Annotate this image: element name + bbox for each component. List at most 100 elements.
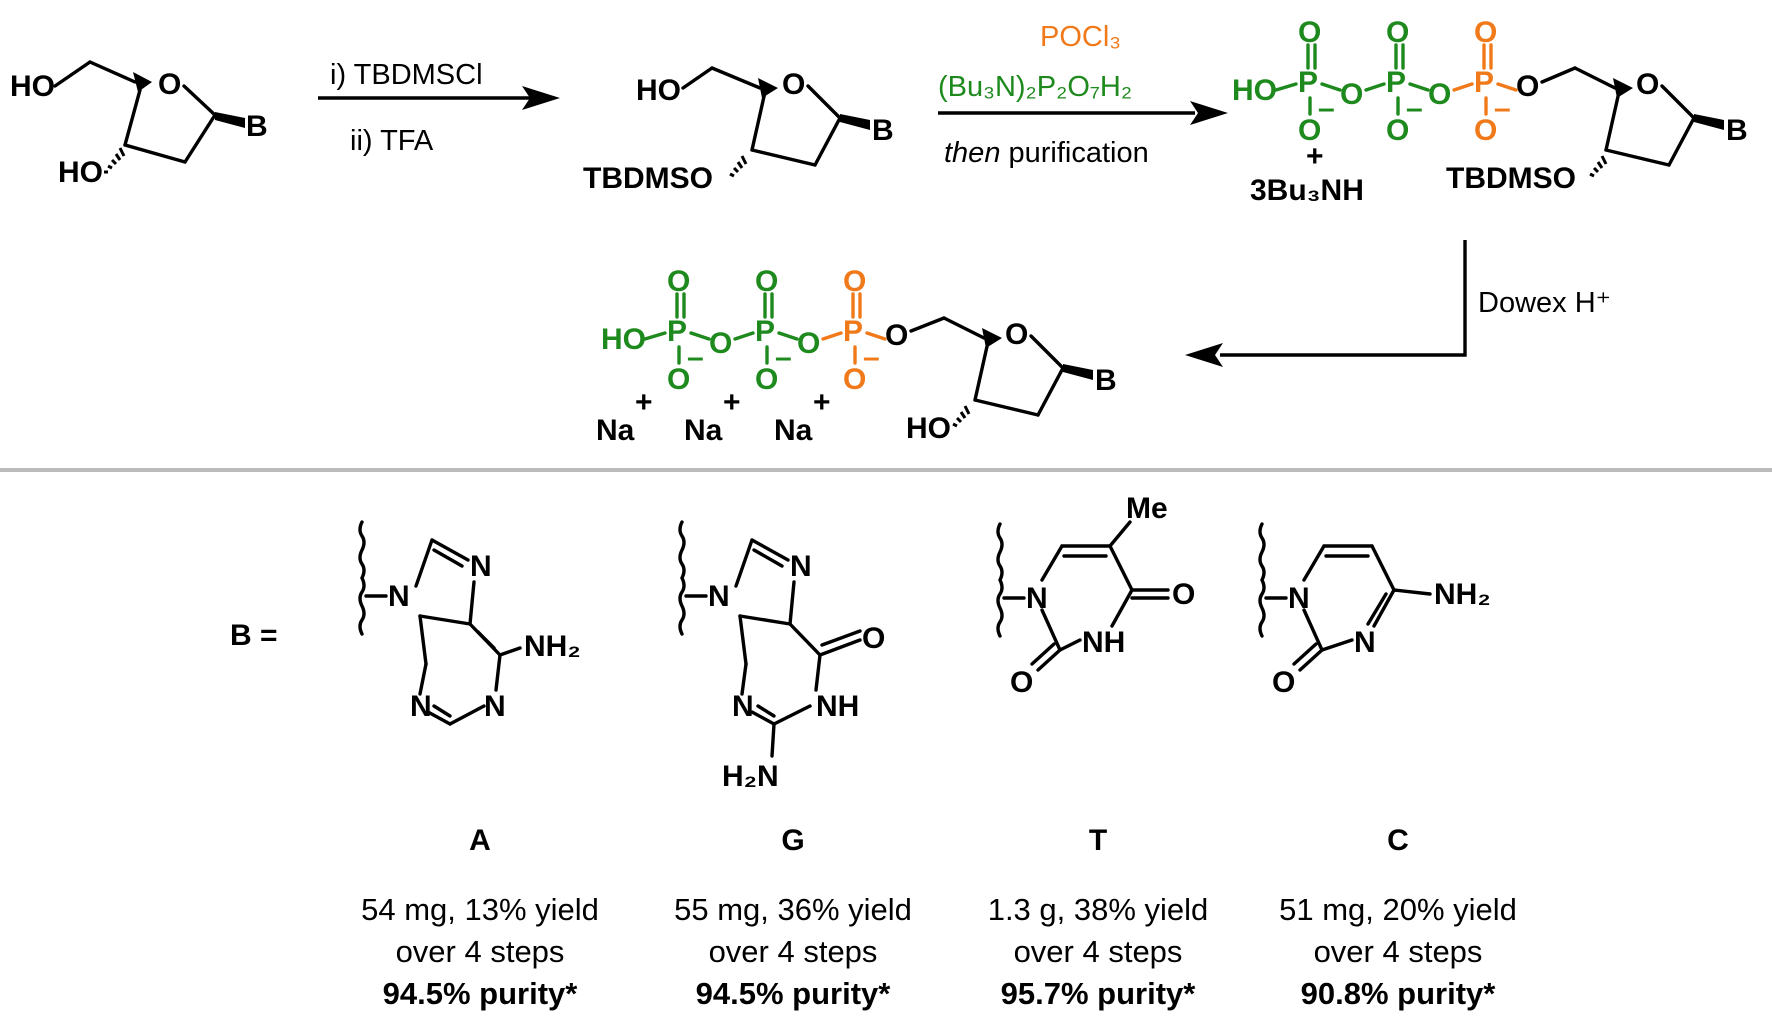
atom-O-bridge: O (1340, 78, 1363, 111)
atom-B: B (872, 114, 894, 147)
atom-H2N: H₂N (722, 760, 779, 793)
atom-B: B (1726, 114, 1748, 147)
charge-plus: + (723, 386, 741, 419)
atom-N1: N (1026, 582, 1048, 615)
atom-O-ring: O (158, 68, 181, 101)
charge-minus: – (775, 341, 792, 374)
atom-HO-3prime: HO (906, 412, 951, 445)
step3-arrow: Dowex H⁺ (1185, 240, 1611, 367)
atom-O: O (1298, 114, 1321, 147)
atom-O-ring: O (1636, 68, 1659, 101)
atom-N1H: NH (816, 690, 859, 723)
purity: 95.7% purity* (1001, 976, 1197, 1011)
atom-O-bridge: O (797, 327, 820, 360)
atom-O: O (843, 265, 866, 298)
atom-O-ring: O (782, 68, 805, 101)
atom-N3: N (1354, 626, 1376, 659)
atom-O-bridge: O (1428, 78, 1451, 111)
atom-O6: O (862, 622, 885, 655)
atom-P-beta: P (755, 315, 775, 348)
atom-O-5prime: O (1516, 70, 1539, 103)
atom-O: O (1298, 16, 1321, 49)
purity: 90.8% purity* (1301, 976, 1497, 1011)
atom-O: O (1386, 114, 1409, 147)
atom-HO-3prime: HO (58, 156, 103, 189)
atom-N1: N (484, 690, 506, 723)
step2-arrow: POCl₃ (Bu₃N)₂P₂O₇H₂ then purification (938, 21, 1228, 169)
atom-O: O (755, 265, 778, 298)
dntp-sodium-salt: HO P O O – O P O O – O P O O – O O (596, 265, 1117, 447)
charge-minus: – (863, 341, 880, 374)
atom-N7: N (790, 550, 812, 583)
purity: 94.5% purity* (383, 976, 579, 1011)
step2-condition: then purification (944, 137, 1149, 169)
atom-O: O (1474, 16, 1497, 49)
base-letter: A (469, 824, 491, 857)
adenine-structure: N N NH₂ N N (358, 520, 581, 726)
atom-O2: O (1010, 666, 1033, 699)
step2-reagent-pocl3: POCl₃ (1040, 21, 1121, 53)
step2-reagent-pyrophosphate: (Bu₃N)₂P₂O₇H₂ (938, 71, 1132, 103)
base-letter: G (781, 824, 804, 857)
step1-reagent-1: i) TBDMSCl (330, 59, 483, 91)
guanine-structure: N N O NH N H₂N (678, 520, 885, 793)
atom-NH2: NH₂ (1434, 578, 1491, 611)
atom-Me: Me (1126, 492, 1168, 525)
plus-sign: + (1306, 140, 1324, 173)
yield-amount: 55 mg, 36% yield (674, 892, 912, 927)
atom-N9: N (708, 580, 730, 613)
base-C-info: C 51 mg, 20% yield over 4 steps 90.8% pu… (1279, 824, 1517, 1011)
atom-HO: HO (601, 323, 646, 356)
atom-O: O (667, 363, 690, 396)
atom-P-gamma: P (667, 315, 687, 348)
charge-plus: + (813, 386, 831, 419)
atom-O-ring: O (1005, 318, 1028, 351)
atom-N3: N (410, 690, 432, 723)
charge-minus: – (1318, 92, 1335, 125)
atom-HO: HO (636, 74, 681, 107)
atom-NH2: NH₂ (524, 630, 581, 663)
atom-O-bridge: O (709, 327, 732, 360)
yield-amount: 51 mg, 20% yield (1279, 892, 1517, 927)
tbdms-triphosphate: HO P O O – O P O O – O P O O – O O (1232, 16, 1748, 207)
atom-O2: O (1272, 666, 1295, 699)
atom-O: O (755, 363, 778, 396)
atom-O: O (1474, 114, 1497, 147)
base-letter: C (1387, 824, 1409, 857)
atom-P-alpha: P (1474, 66, 1494, 99)
base-T-info: T 1.3 g, 38% yield over 4 steps 95.7% pu… (988, 824, 1209, 1011)
yield-steps: over 4 steps (396, 934, 565, 969)
purity: 94.5% purity* (696, 976, 892, 1011)
sodium-1: Na (596, 414, 635, 447)
base-G-info: G 55 mg, 36% yield over 4 steps 94.5% pu… (674, 824, 912, 1011)
atom-N3: N (732, 690, 754, 723)
atom-P-beta: P (1386, 66, 1406, 99)
thymine-structure: N Me O NH O (996, 492, 1195, 699)
atom-B: B (246, 110, 268, 143)
yield-steps: over 4 steps (1014, 934, 1183, 969)
atom-HO-5prime: HO (10, 70, 55, 103)
step3-reagent: Dowex H⁺ (1478, 287, 1611, 319)
atom-O: O (843, 363, 866, 396)
atom-O4: O (1172, 578, 1195, 611)
atom-N9: N (388, 580, 410, 613)
yield-amount: 1.3 g, 38% yield (988, 892, 1209, 927)
atom-O-5prime: O (885, 319, 908, 352)
bases-label: B = (230, 619, 278, 652)
atom-TBDMSO: TBDMSO (1446, 162, 1576, 195)
charge-minus: – (687, 341, 704, 374)
atom-P-gamma: P (1298, 66, 1318, 99)
yield-steps: over 4 steps (709, 934, 878, 969)
cytosine-structure: N NH₂ N O (1258, 522, 1491, 699)
charge-minus: – (1494, 92, 1511, 125)
atom-O: O (1386, 16, 1409, 49)
charge-plus: + (635, 386, 653, 419)
atom-O: O (667, 265, 690, 298)
counterion-tributylammonium: 3Bu₃NH (1250, 174, 1364, 207)
charge-minus: – (1406, 92, 1423, 125)
yield-amount: 54 mg, 13% yield (361, 892, 599, 927)
yield-steps: over 4 steps (1314, 934, 1483, 969)
step1-reagent-2: ii) TFA (350, 125, 434, 157)
atom-HO: HO (1232, 74, 1277, 107)
